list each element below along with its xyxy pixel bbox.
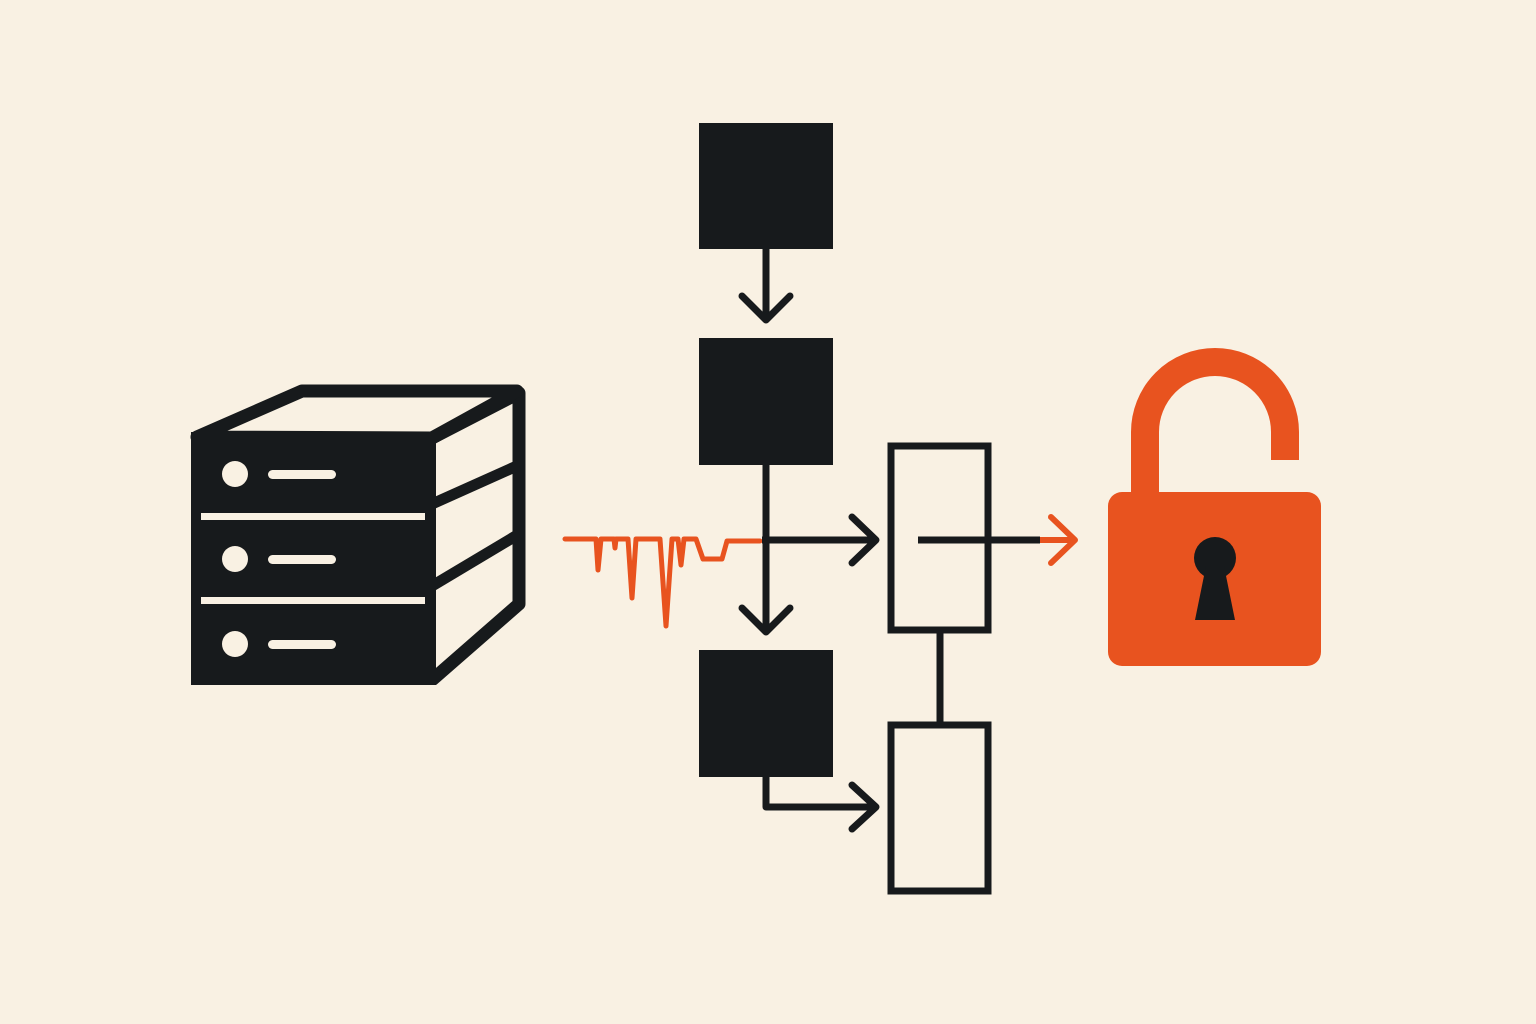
server-top-face — [190, 384, 524, 445]
server-unit-separator — [201, 597, 425, 604]
server-slot — [268, 640, 336, 649]
padlock-shackle — [1131, 348, 1299, 495]
server-slot — [268, 555, 336, 564]
server-side-divider — [429, 529, 522, 591]
server-led — [222, 461, 248, 487]
flow-diagram — [699, 123, 1078, 895]
arrow-top-to-middle — [738, 249, 794, 324]
block-bottom — [699, 650, 833, 777]
server-led — [222, 546, 248, 572]
arrow-frame-upper-to-lock — [918, 514, 1078, 566]
block-middle — [699, 338, 833, 465]
frame-lower — [887, 721, 992, 895]
keyhole-icon — [1194, 537, 1236, 620]
arrow-middle-to-frame-upper — [762, 513, 880, 567]
server-slot — [268, 470, 336, 479]
unlocked-padlock-icon — [1108, 348, 1321, 666]
glitch-signal-icon — [562, 536, 763, 629]
server-side-divider — [429, 459, 522, 510]
arrow-middle-to-bottom — [738, 465, 794, 636]
block-top — [699, 123, 833, 249]
server-unit-separator — [201, 513, 425, 520]
server-led — [222, 631, 248, 657]
arrow-bottom-to-frame-lower — [762, 777, 880, 833]
server-stack-icon — [190, 384, 526, 685]
